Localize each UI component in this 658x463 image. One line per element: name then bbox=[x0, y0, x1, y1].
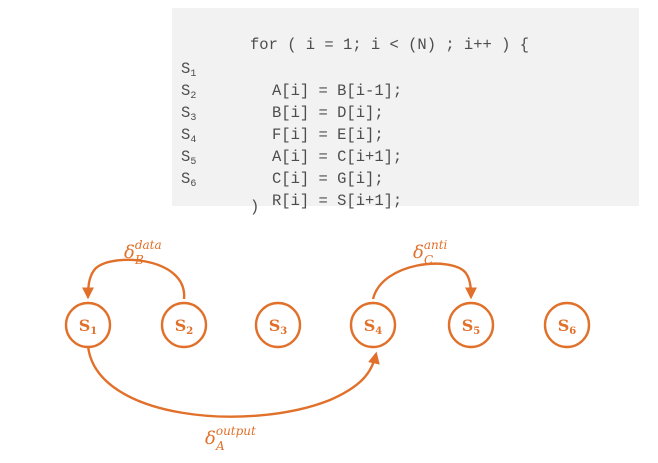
node-s4: S4 bbox=[349, 301, 397, 349]
statement-text: B[i] = D[i]; bbox=[272, 104, 384, 122]
statement-row: S6 R[i] = S[i+1]; bbox=[172, 146, 402, 210]
node-label: S3 bbox=[269, 316, 288, 337]
node-s3: S3 bbox=[254, 301, 302, 349]
node-label: S2 bbox=[175, 316, 194, 337]
code-panel: for ( i = 1; i < (N) ; i++ ) { S1 A[i] =… bbox=[172, 8, 639, 216]
statement-text: C[i] = G[i]; bbox=[272, 170, 384, 188]
statement-text: A[i] = B[i-1]; bbox=[272, 82, 403, 100]
node-s5: S5 bbox=[447, 301, 495, 349]
statement-row: S1 A[i] = B[i-1]; bbox=[172, 36, 402, 100]
statement-row: S2 B[i] = D[i]; bbox=[172, 58, 384, 122]
loop-footer-text: ) bbox=[250, 198, 260, 216]
statement-text: R[i] = S[i+1]; bbox=[272, 192, 403, 210]
statement-text: A[i] = C[i+1]; bbox=[272, 148, 403, 166]
node-label: S4 bbox=[364, 316, 383, 337]
statement-label: S4 bbox=[181, 126, 197, 146]
loop-footer: ) bbox=[172, 174, 259, 216]
node-label: S5 bbox=[462, 316, 481, 337]
node-s2: S2 bbox=[160, 301, 208, 349]
statement-label: S1 bbox=[181, 60, 197, 80]
statement-row: S4 A[i] = C[i+1]; bbox=[172, 102, 402, 166]
statement-label: S2 bbox=[181, 82, 197, 102]
statement-text: F[i] = E[i]; bbox=[272, 126, 384, 144]
node-label: S6 bbox=[558, 316, 577, 337]
node-s6: S6 bbox=[543, 301, 591, 349]
statement-row: S5 C[i] = G[i]; bbox=[172, 124, 384, 188]
output-dependence-arc bbox=[86, 345, 380, 418]
anti-dependence-arc bbox=[371, 262, 477, 300]
statement-label: S3 bbox=[181, 104, 197, 124]
statement-label: S6 bbox=[181, 170, 197, 190]
statement-label: S5 bbox=[181, 148, 197, 168]
loop-header-text: for ( i = 1; i < (N) ; i++ ) { bbox=[250, 36, 530, 54]
loop-header: for ( i = 1; i < (N) ; i++ ) { bbox=[172, 12, 529, 54]
statement-row: S3 F[i] = E[i]; bbox=[172, 80, 384, 144]
node-label: S1 bbox=[79, 316, 98, 337]
node-s1: S1 bbox=[64, 301, 112, 349]
data-dependence-arc bbox=[82, 258, 186, 300]
